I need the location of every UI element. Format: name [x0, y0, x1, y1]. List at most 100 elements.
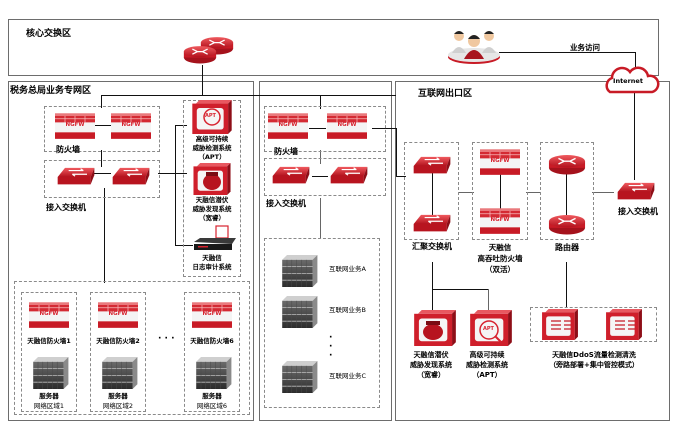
access-switch-icon: [614, 181, 658, 203]
ddos-device-icon: [542, 309, 578, 340]
aggregation-switch-group: [404, 142, 459, 240]
mid-firewall-group: [264, 106, 386, 152]
exit-apt-label: 高级可持续 威胁检测系统 （APT）: [466, 350, 508, 380]
tax-zone-title: 税务总局业务专网区: [10, 86, 92, 96]
ht-firewall-group: [472, 142, 528, 240]
threat-sandbox-icon: [192, 163, 232, 195]
router-icon: [548, 154, 586, 176]
label-line: 高吞吐防火墙: [477, 254, 523, 263]
ngfw-firewall-icon: NGFW: [268, 113, 308, 139]
internet-exit-zone: [395, 81, 670, 421]
ngfw-firewall-icon: NGFW: [55, 113, 95, 139]
mid-switch-label: 接入交换机: [266, 199, 306, 208]
server-rack-icon: [190, 357, 236, 389]
server-rack-icon: [27, 357, 73, 389]
ddos-device-icon: [606, 309, 642, 340]
label-line: 天融信DdoS流量检测清洗: [552, 351, 636, 359]
label-line: 天融信潜伏: [195, 196, 229, 204]
link-users: [499, 52, 636, 53]
link: [432, 262, 433, 289]
link: [175, 245, 193, 246]
mid-switch-group: [264, 158, 386, 196]
link-tax-fw: [101, 95, 102, 108]
branch-region: [21, 292, 77, 412]
server-rack-icon: [278, 361, 320, 393]
link: [175, 125, 176, 245]
label-line: 威胁检测系统: [192, 144, 232, 152]
ellipsis: ·: [329, 342, 333, 352]
link: [526, 192, 540, 193]
ngfw-firewall-icon: NGFW: [327, 113, 367, 139]
label-line: （宽睿）: [417, 371, 445, 379]
access-switch-icon: [270, 165, 312, 187]
branch-ellipsis: · · ·: [158, 334, 175, 344]
ngfw-firewall-icon: NGFW: [111, 113, 151, 139]
ddos-group: [530, 307, 657, 342]
ellipsis: ·: [329, 333, 333, 343]
ht-firewall-label: 天融信 高吞吐防火墙 （双活）: [478, 242, 523, 275]
router-icon: [548, 214, 586, 236]
branch-firewall-label: 天融信防火墙6: [190, 337, 234, 345]
exit-access-switch-label: 接入交换机: [618, 207, 658, 216]
label-line: （双活）: [485, 265, 515, 274]
link: [566, 262, 567, 308]
ngfw-text: NGFW: [490, 158, 510, 164]
label-line: 威胁发现系统: [192, 205, 232, 213]
ngfw-text: NGFW: [202, 311, 222, 317]
access-switch-icon: [55, 166, 97, 188]
link: [101, 150, 102, 167]
link: [104, 188, 105, 283]
ngfw-firewall-icon: NGFW: [29, 302, 69, 328]
label-line: 天融信潜伏: [413, 351, 449, 359]
link-users: [635, 52, 636, 74]
link-mid-fw: [320, 95, 321, 109]
label-line: （APT）: [472, 371, 502, 379]
label-line: （宽睿）: [199, 214, 225, 222]
branch-server-label: 服务器: [202, 392, 222, 400]
server-label: 互联网业务B: [329, 306, 366, 314]
mid-firewall-label: 防火墙: [274, 147, 298, 156]
ngfw-firewall-icon: NGFW: [480, 148, 520, 176]
link: [592, 192, 614, 193]
ngfw-text: NGFW: [337, 122, 357, 128]
tax-firewall-label: 防火墙: [56, 145, 80, 154]
tax-log-label: 天融信 日志审计系统: [193, 254, 232, 272]
link: [320, 150, 321, 164]
server-rack-icon: [96, 357, 142, 389]
ngfw-firewall-icon: NGFW: [480, 207, 520, 235]
ngfw-text: NGFW: [278, 122, 298, 128]
server-label: 互联网业务C: [329, 372, 367, 380]
label-line: 日志审计系统: [192, 263, 232, 271]
link: [432, 289, 433, 311]
access-switch-icon: [328, 165, 370, 187]
link: [432, 165, 433, 215]
link: [488, 289, 489, 311]
ngfw-firewall-icon: NGFW: [192, 302, 232, 328]
label-line: 威胁发现系统: [410, 361, 452, 369]
branch-region-label: 网络区域1: [33, 402, 65, 410]
ngfw-text: NGFW: [121, 122, 141, 128]
link: [158, 173, 176, 174]
exit-sandbox-label: 天融信潜伏 威胁发现系统 （宽睿）: [410, 350, 452, 380]
label-line: 天融信: [488, 243, 512, 252]
apt-text: APT: [205, 113, 216, 119]
tax-switch-label: 接入交换机: [46, 203, 86, 212]
internet-cloud-icon[interactable]: Internet: [602, 66, 660, 94]
router-label: 路由器: [555, 243, 579, 252]
link: [93, 125, 111, 126]
link: [396, 176, 406, 177]
core-switch-zone: [8, 19, 659, 76]
log-audit-icon: [190, 225, 238, 252]
link: [175, 125, 187, 126]
link: [396, 128, 397, 176]
link: [175, 173, 187, 174]
server-rack-icon: [278, 255, 320, 287]
link-core-h: [101, 95, 396, 96]
ngfw-text: NGFW: [490, 217, 510, 223]
core-router-icon: [183, 45, 217, 65]
label-line: 高级可持续: [195, 135, 229, 143]
internet-zone-title: 互联网出口区: [418, 89, 473, 99]
label-line: 天融信: [202, 254, 222, 262]
link: [93, 173, 111, 174]
threat-sandbox-icon: [413, 310, 457, 346]
